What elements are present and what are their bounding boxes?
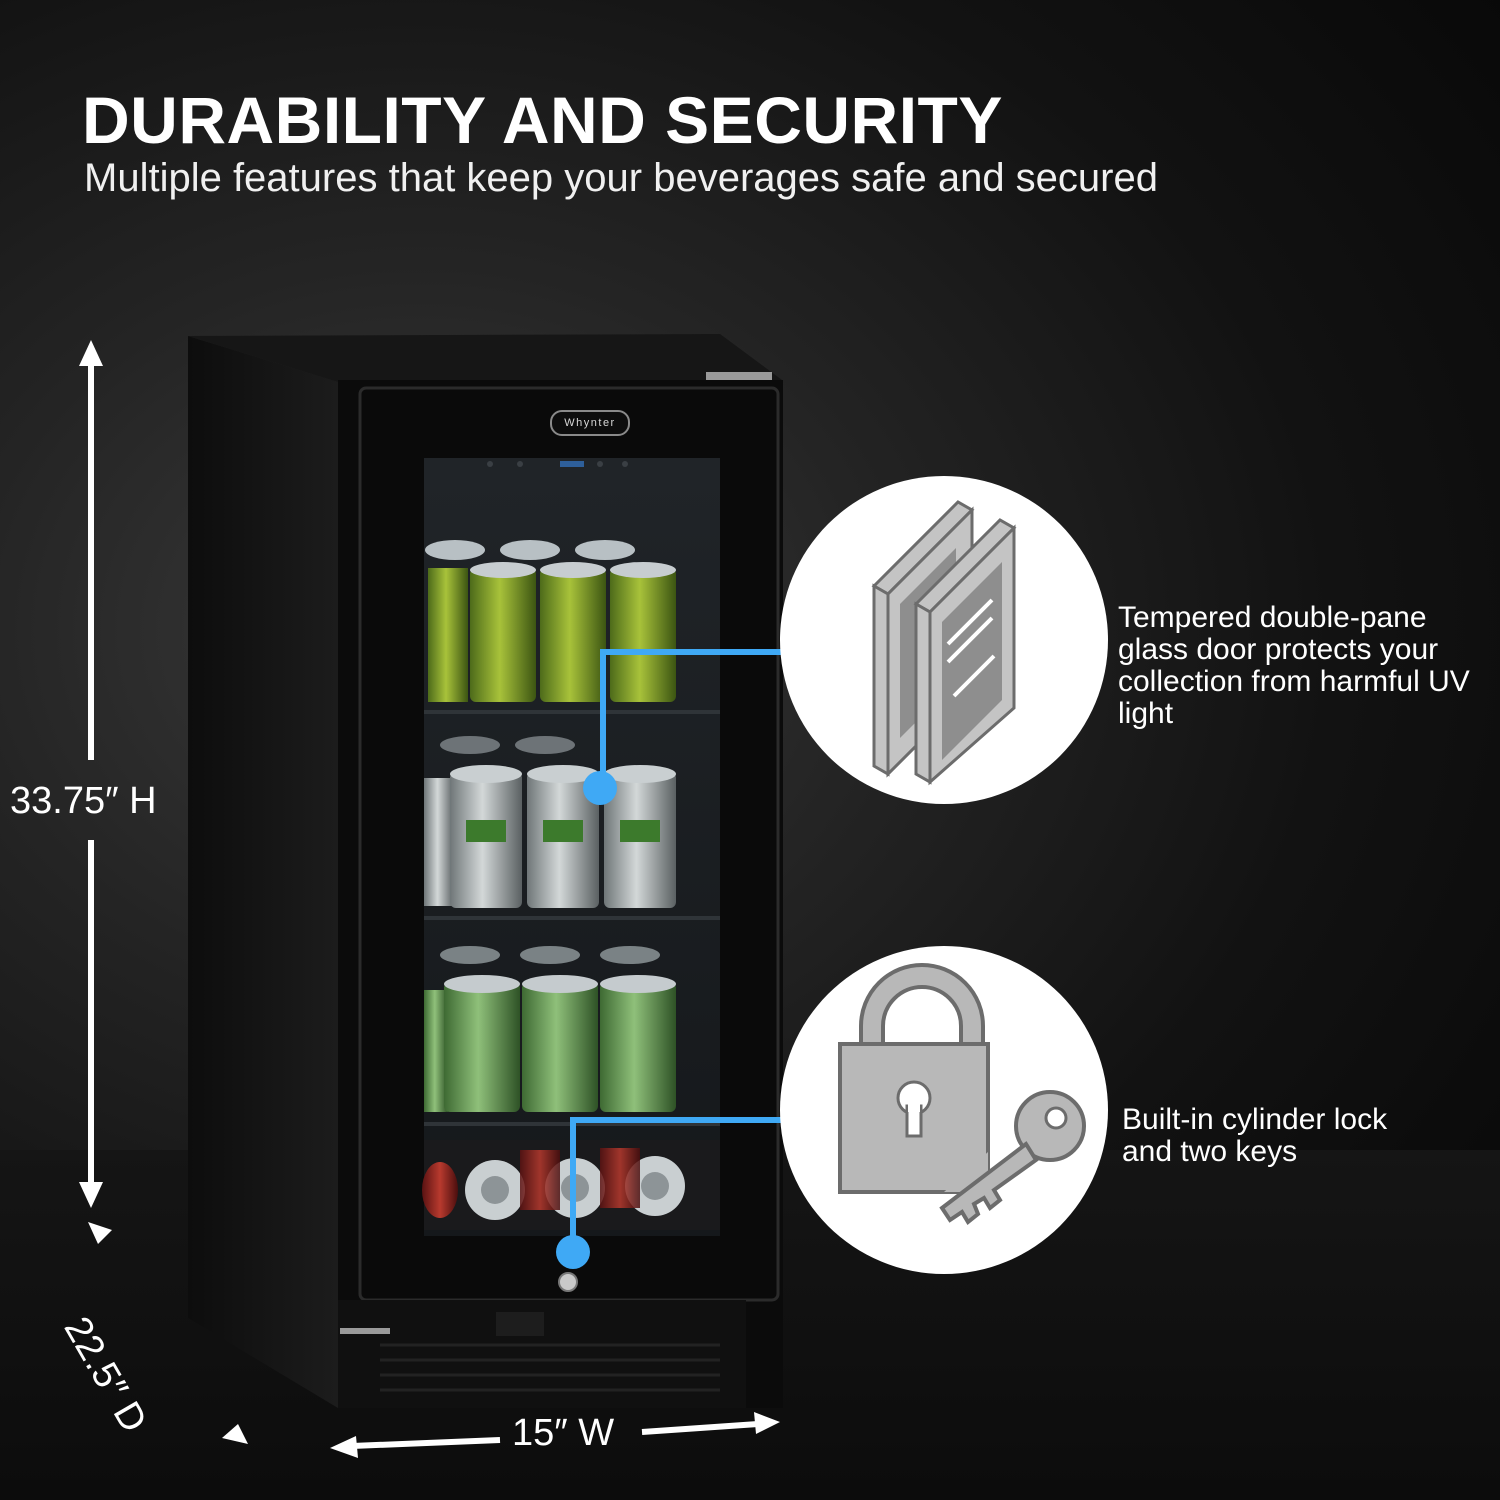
cabinet-side [188, 336, 338, 1408]
page-title: DURABILITY AND SECURITY [82, 83, 1003, 157]
callout-dot-glass [583, 771, 617, 805]
cabinet-top [188, 334, 782, 382]
feature-text-glass: Tempered double-pane glass door protects… [1118, 601, 1470, 730]
height-dimension-label: 33.75″ H [10, 780, 157, 822]
callout-dot-lock [556, 1235, 590, 1269]
depth-arrow-bottom [222, 1424, 248, 1444]
shelf-row-2 [424, 736, 720, 920]
width-dimension-label: 15″ W [512, 1412, 615, 1454]
lock-and-key-icon [838, 963, 1086, 1225]
shelf-row-3 [424, 946, 720, 1126]
door-lock [558, 1272, 578, 1292]
depth-arrow-top [88, 1222, 112, 1244]
feature-text-lock: Built-in cylinder lock and two keys [1122, 1103, 1388, 1168]
double-pane-glass-icon [871, 500, 1017, 786]
shelf-row-1 [424, 540, 720, 714]
width-arrow-left [351, 1437, 501, 1449]
brand-badge: Whynter [550, 410, 630, 436]
feature-circle-lock [780, 946, 1108, 1274]
page-subtitle: Multiple features that keep your beverag… [84, 156, 1158, 200]
callout-line-glass [600, 649, 786, 786]
brand-logo: Whynter [564, 417, 616, 429]
feature-circle-glass [780, 476, 1108, 804]
width-arrow-right [641, 1421, 759, 1435]
callout-line-lock [570, 1117, 786, 1250]
